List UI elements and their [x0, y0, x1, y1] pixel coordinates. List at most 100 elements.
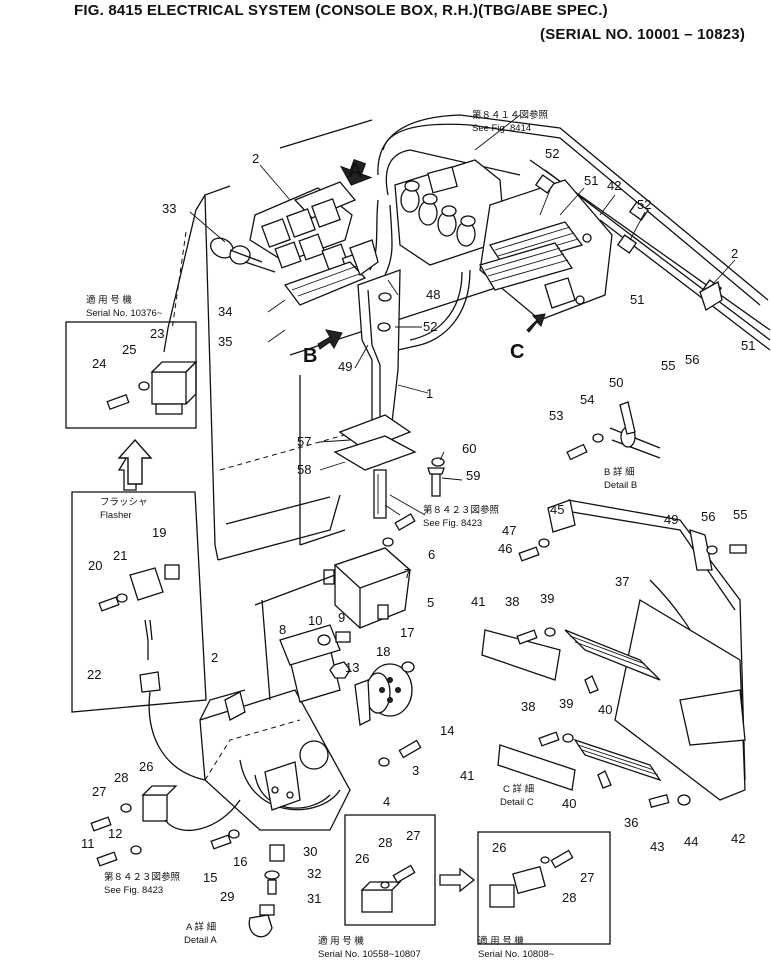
part-label: 14 — [440, 723, 454, 738]
connector-cluster — [394, 159, 506, 266]
part-label: 25 — [122, 342, 136, 357]
part-label: 18 — [376, 644, 390, 659]
part-label: 16 — [233, 854, 247, 869]
part-label: 55 — [661, 358, 675, 373]
part-label: 49 — [338, 359, 352, 374]
part-label: 56 — [685, 352, 699, 367]
part-label: 38 — [505, 594, 519, 609]
part-label: 57 — [297, 434, 311, 449]
part-label: 13 — [345, 660, 359, 675]
part-label: 42 — [607, 178, 621, 193]
inset-serial-10808 — [477, 831, 611, 945]
inset-10376-jp: 適 用 号 機 — [86, 294, 132, 306]
part-label: 11 — [81, 836, 95, 851]
flasher-unit — [323, 547, 412, 629]
part-label: 3 — [412, 763, 419, 778]
connector-plate-top — [479, 179, 613, 321]
part-label: 26 — [139, 759, 153, 774]
inset-10808-en: Serial No. 10808~ — [478, 949, 555, 960]
part-label: 33 — [162, 201, 176, 216]
detail-a-jp: A 詳 細 — [186, 921, 216, 933]
part-label: 19 — [152, 525, 166, 540]
part-label: 56 — [701, 509, 715, 524]
part-label: 10 — [308, 613, 322, 628]
part-label: 27 — [580, 870, 594, 885]
part-label: 34 — [218, 304, 232, 319]
part-label: 37 — [615, 574, 629, 589]
part-label: 30 — [303, 844, 317, 859]
leader-lines — [189, 114, 736, 516]
part-label: 50 — [609, 375, 623, 390]
part-label: 40 — [562, 796, 576, 811]
part-label: 44 — [684, 834, 698, 849]
part-label: 29 — [220, 889, 234, 904]
part-label: 28 — [378, 835, 392, 850]
part-label: 39 — [540, 591, 554, 606]
inset-10808-jp: 適 用 号 機 — [478, 935, 524, 947]
part-label: 27 — [406, 828, 420, 843]
detail-c-drawing — [481, 499, 747, 808]
part-label: 6 — [428, 547, 435, 562]
flasher-en: Flasher — [100, 510, 132, 521]
part-label: 54 — [580, 392, 594, 407]
detail-c-en: Detail C — [500, 797, 534, 808]
part-label: 41 — [471, 594, 485, 609]
part-label: 52 — [637, 197, 651, 212]
part-label: 52 — [545, 146, 559, 161]
part-label: 35 — [218, 334, 232, 349]
detail-b-en: Detail B — [604, 480, 637, 491]
buzzer-horn — [354, 663, 413, 726]
part-label: 49 — [664, 512, 678, 527]
part-label: 40 — [598, 702, 612, 717]
part-label: 2 — [211, 650, 218, 665]
part-label: 21 — [113, 548, 127, 563]
arrow-right — [439, 867, 476, 893]
part-label: 31 — [307, 891, 321, 906]
part-label: 46 — [498, 541, 512, 556]
detail-b-drawing — [566, 401, 661, 461]
view-letter-b: B — [303, 345, 317, 367]
part-label: 59 — [466, 468, 480, 483]
part-number-labels: 1 2 2 2 3 4 5 6 7 8 9 10 11 12 13 14 15 … — [81, 146, 755, 906]
detail-a-assembly — [199, 624, 351, 831]
part-label: 51 — [741, 338, 755, 353]
detail-b-jp: B 詳 細 — [604, 466, 635, 478]
serial-range: (SERIAL NO. 10001 – 10823) — [540, 26, 746, 43]
part-label: 41 — [460, 768, 474, 783]
part-label: 45 — [550, 502, 564, 517]
part-label: 7 — [404, 566, 411, 581]
inset-10376-en: Serial No. 10376~ — [86, 308, 163, 319]
flasher-jp: フラッシャ — [100, 497, 148, 508]
part-label: 48 — [426, 287, 440, 302]
view-letter-c: C — [510, 341, 524, 363]
view-letter-a: A — [348, 160, 362, 182]
part-label: 52 — [423, 319, 437, 334]
up-arrow-icon — [117, 438, 153, 485]
part-label: 28 — [114, 770, 128, 785]
detail-c-jp: C 詳 細 — [503, 783, 534, 795]
support-column — [333, 269, 417, 519]
part-label: 24 — [92, 356, 106, 371]
part-label: 26 — [355, 851, 369, 866]
part-label: 32 — [307, 866, 321, 881]
part-label: 23 — [150, 326, 164, 341]
part-label: 4 — [383, 794, 390, 809]
view-arrows — [317, 158, 546, 350]
see-fig-8423: See Fig. 8423 — [423, 518, 482, 529]
inset-10558-jp: 適 用 号 機 — [318, 935, 364, 947]
part-label: 55 — [733, 507, 747, 522]
part-label: 43 — [650, 839, 664, 854]
see-fig-8423-jp: 第８４２３図参照 — [423, 504, 500, 516]
fasteners-center — [317, 457, 445, 767]
part-label: 15 — [203, 870, 217, 885]
part-label: 58 — [297, 462, 311, 477]
part-label: 60 — [462, 441, 476, 456]
see-fig-8414-jp: 第８４１４図参照 — [472, 109, 549, 121]
part-label: 27 — [92, 784, 106, 799]
part-label: 28 — [562, 890, 576, 905]
part-label: 26 — [492, 840, 506, 855]
detail-a-en: Detail A — [184, 935, 217, 946]
part-label: 5 — [427, 595, 434, 610]
